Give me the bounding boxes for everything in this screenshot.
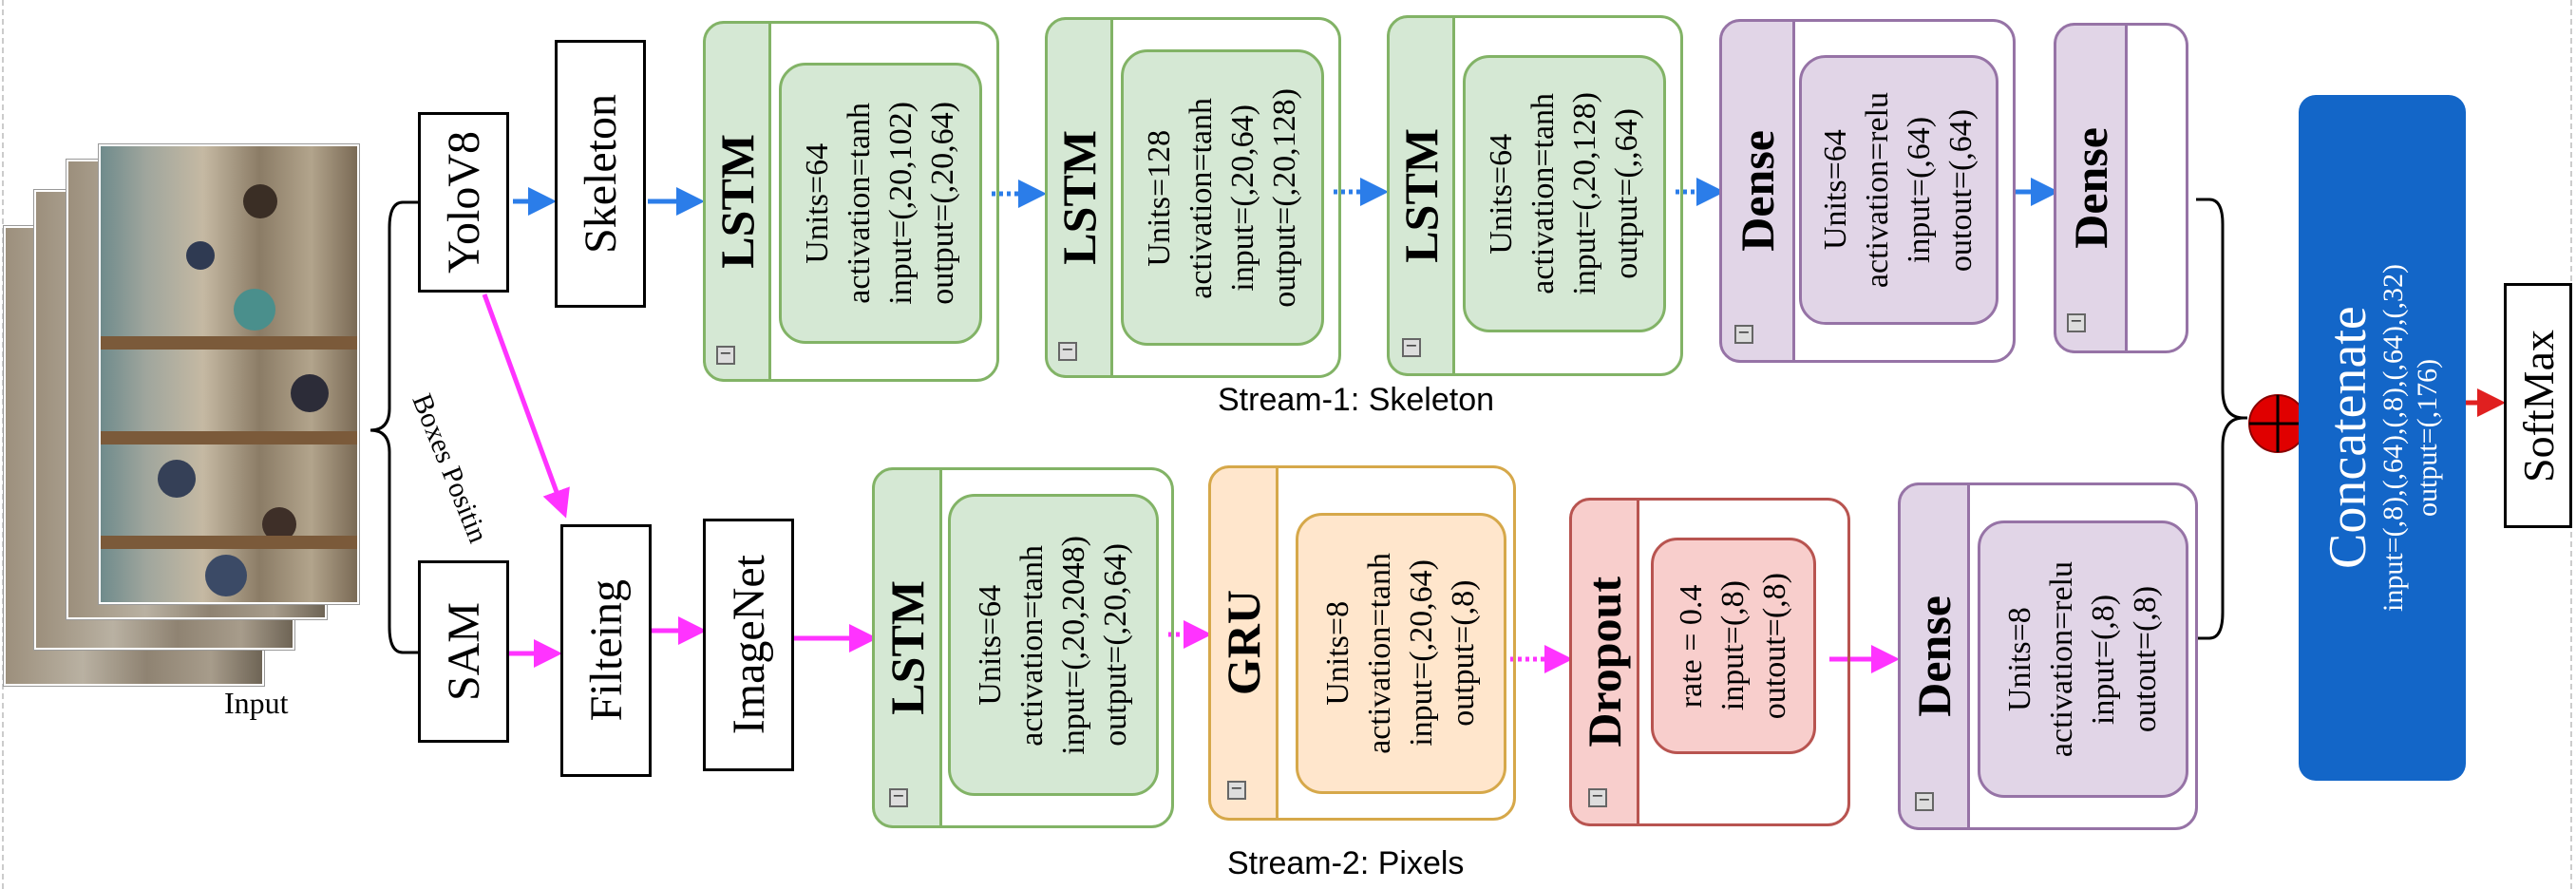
left-border-line	[2, 0, 4, 889]
collapse-icon[interactable]: −	[2067, 313, 2086, 332]
skeleton-label: Skeleton	[575, 94, 626, 254]
stream2-layer-2-name: GRU	[1217, 590, 1270, 696]
s2l3-p2: input=(,8)	[1715, 580, 1751, 711]
collapse-icon[interactable]: −	[1058, 342, 1077, 361]
s1l1-p2: activation=tanh	[842, 103, 877, 304]
merge-bracket	[2196, 198, 2245, 640]
input-frame-4	[99, 144, 359, 604]
stream1-caption: Stream-1: Skeleton	[1218, 382, 1495, 418]
s2l4-p4: outout=(,8)	[2128, 585, 2163, 733]
collapse-icon[interactable]: −	[716, 346, 735, 365]
input-bracket	[369, 200, 418, 654]
concatenate-block: Concatenate input=(,8),(,64),(,8),(,64),…	[2299, 95, 2466, 781]
sam-label: SAM	[438, 601, 489, 702]
s1l3-p4: output=(,,64)	[1609, 108, 1644, 279]
s2l4-p3: input=(,8)	[2086, 594, 2121, 725]
concatenate-title: Concatenate	[2319, 306, 2377, 570]
skeleton-box: Skeleton	[555, 40, 646, 308]
stream1-layer-3-name: LSTM	[1394, 128, 1448, 263]
filtering-box: Filteing	[560, 524, 652, 777]
s1l3-p1: Units=64	[1484, 133, 1519, 255]
s1l2-p1: Units=128	[1142, 129, 1177, 266]
sam-box: SAM	[418, 560, 509, 743]
s2l1-p4: output=(,20,64)	[1098, 543, 1133, 747]
stream1-layer-5-name: Dense	[2064, 127, 2117, 249]
input-label: Input	[224, 686, 289, 720]
stream2-layer-4-name: Dense	[1907, 596, 1960, 717]
s1l1-p3: input=(,20,102)	[883, 102, 919, 305]
arrow-yolo-filtering	[482, 293, 570, 519]
s2l2-p4: output=(,8)	[1446, 579, 1481, 728]
stream2-layer-3-name: Dropout	[1578, 577, 1631, 747]
s2l3-p3: outout=(,8)	[1757, 572, 1792, 720]
s2l2-p1: Units=8	[1320, 601, 1355, 706]
yolov8-label: YoloV8	[438, 131, 489, 274]
s1l4-p2: activation=relu	[1860, 91, 1895, 289]
concatenate-output: output=(,176)	[2412, 358, 2443, 518]
collapse-icon[interactable]: −	[889, 788, 908, 807]
stream1-layer-4-name: Dense	[1731, 130, 1784, 252]
stream2-layer-1-name: LSTM	[881, 580, 934, 715]
s1l2-p2: activation=tanh	[1184, 97, 1219, 298]
concatenate-input: input=(,8),(,64),(,8),(,64),(,32)	[2377, 264, 2409, 612]
s2l1-p3: input=(,20,2048)	[1056, 535, 1091, 755]
yolov8-box: YoloV8	[418, 112, 509, 293]
s2l3-p1: rate = 0.4	[1674, 584, 1709, 708]
s1l3-p3: input=(,20,128)	[1567, 92, 1602, 295]
s2l1-p1: Units=64	[973, 584, 1008, 706]
collapse-icon[interactable]: −	[1915, 792, 1934, 811]
s1l4-p3: input=(,64)	[1902, 116, 1937, 264]
imagenet-box: ImageNet	[703, 519, 794, 771]
collapse-icon[interactable]: −	[1734, 325, 1753, 344]
imagenet-label: ImageNet	[723, 555, 774, 735]
s2l4-p2: activation=relu	[2044, 560, 2079, 758]
s1l4-p1: Units=64	[1818, 129, 1853, 251]
s1l4-p4: outout=(,64)	[1943, 108, 1979, 272]
collapse-icon[interactable]: −	[1227, 781, 1246, 800]
s2l2-p2: activation=tanh	[1362, 553, 1397, 754]
collapse-icon[interactable]: −	[1402, 338, 1421, 357]
s1l2-p4: output=(,20,128)	[1267, 87, 1302, 308]
s1l3-p2: activation=tanh	[1525, 93, 1561, 294]
softmax-box: SoftMax	[2504, 283, 2572, 528]
softmax-label: SoftMax	[2513, 329, 2563, 482]
s2l4-p1: Units=8	[2002, 607, 2037, 711]
s1l1-p1: Units=64	[800, 142, 835, 264]
s1l1-p4: output=(,20,64)	[925, 102, 960, 305]
stream2-caption: Stream-2: Pixels	[1227, 845, 1465, 881]
stream1-layer-1-name: LSTM	[710, 134, 764, 269]
filtering-label: Filteing	[580, 579, 632, 722]
stream1-layer-2-name: LSTM	[1052, 130, 1106, 265]
s1l2-p3: input=(,20,64)	[1225, 104, 1260, 292]
s2l2-p3: input=(,20,64)	[1404, 559, 1439, 747]
s2l1-p2: activation=tanh	[1014, 544, 1050, 746]
collapse-icon[interactable]: −	[1588, 788, 1607, 807]
